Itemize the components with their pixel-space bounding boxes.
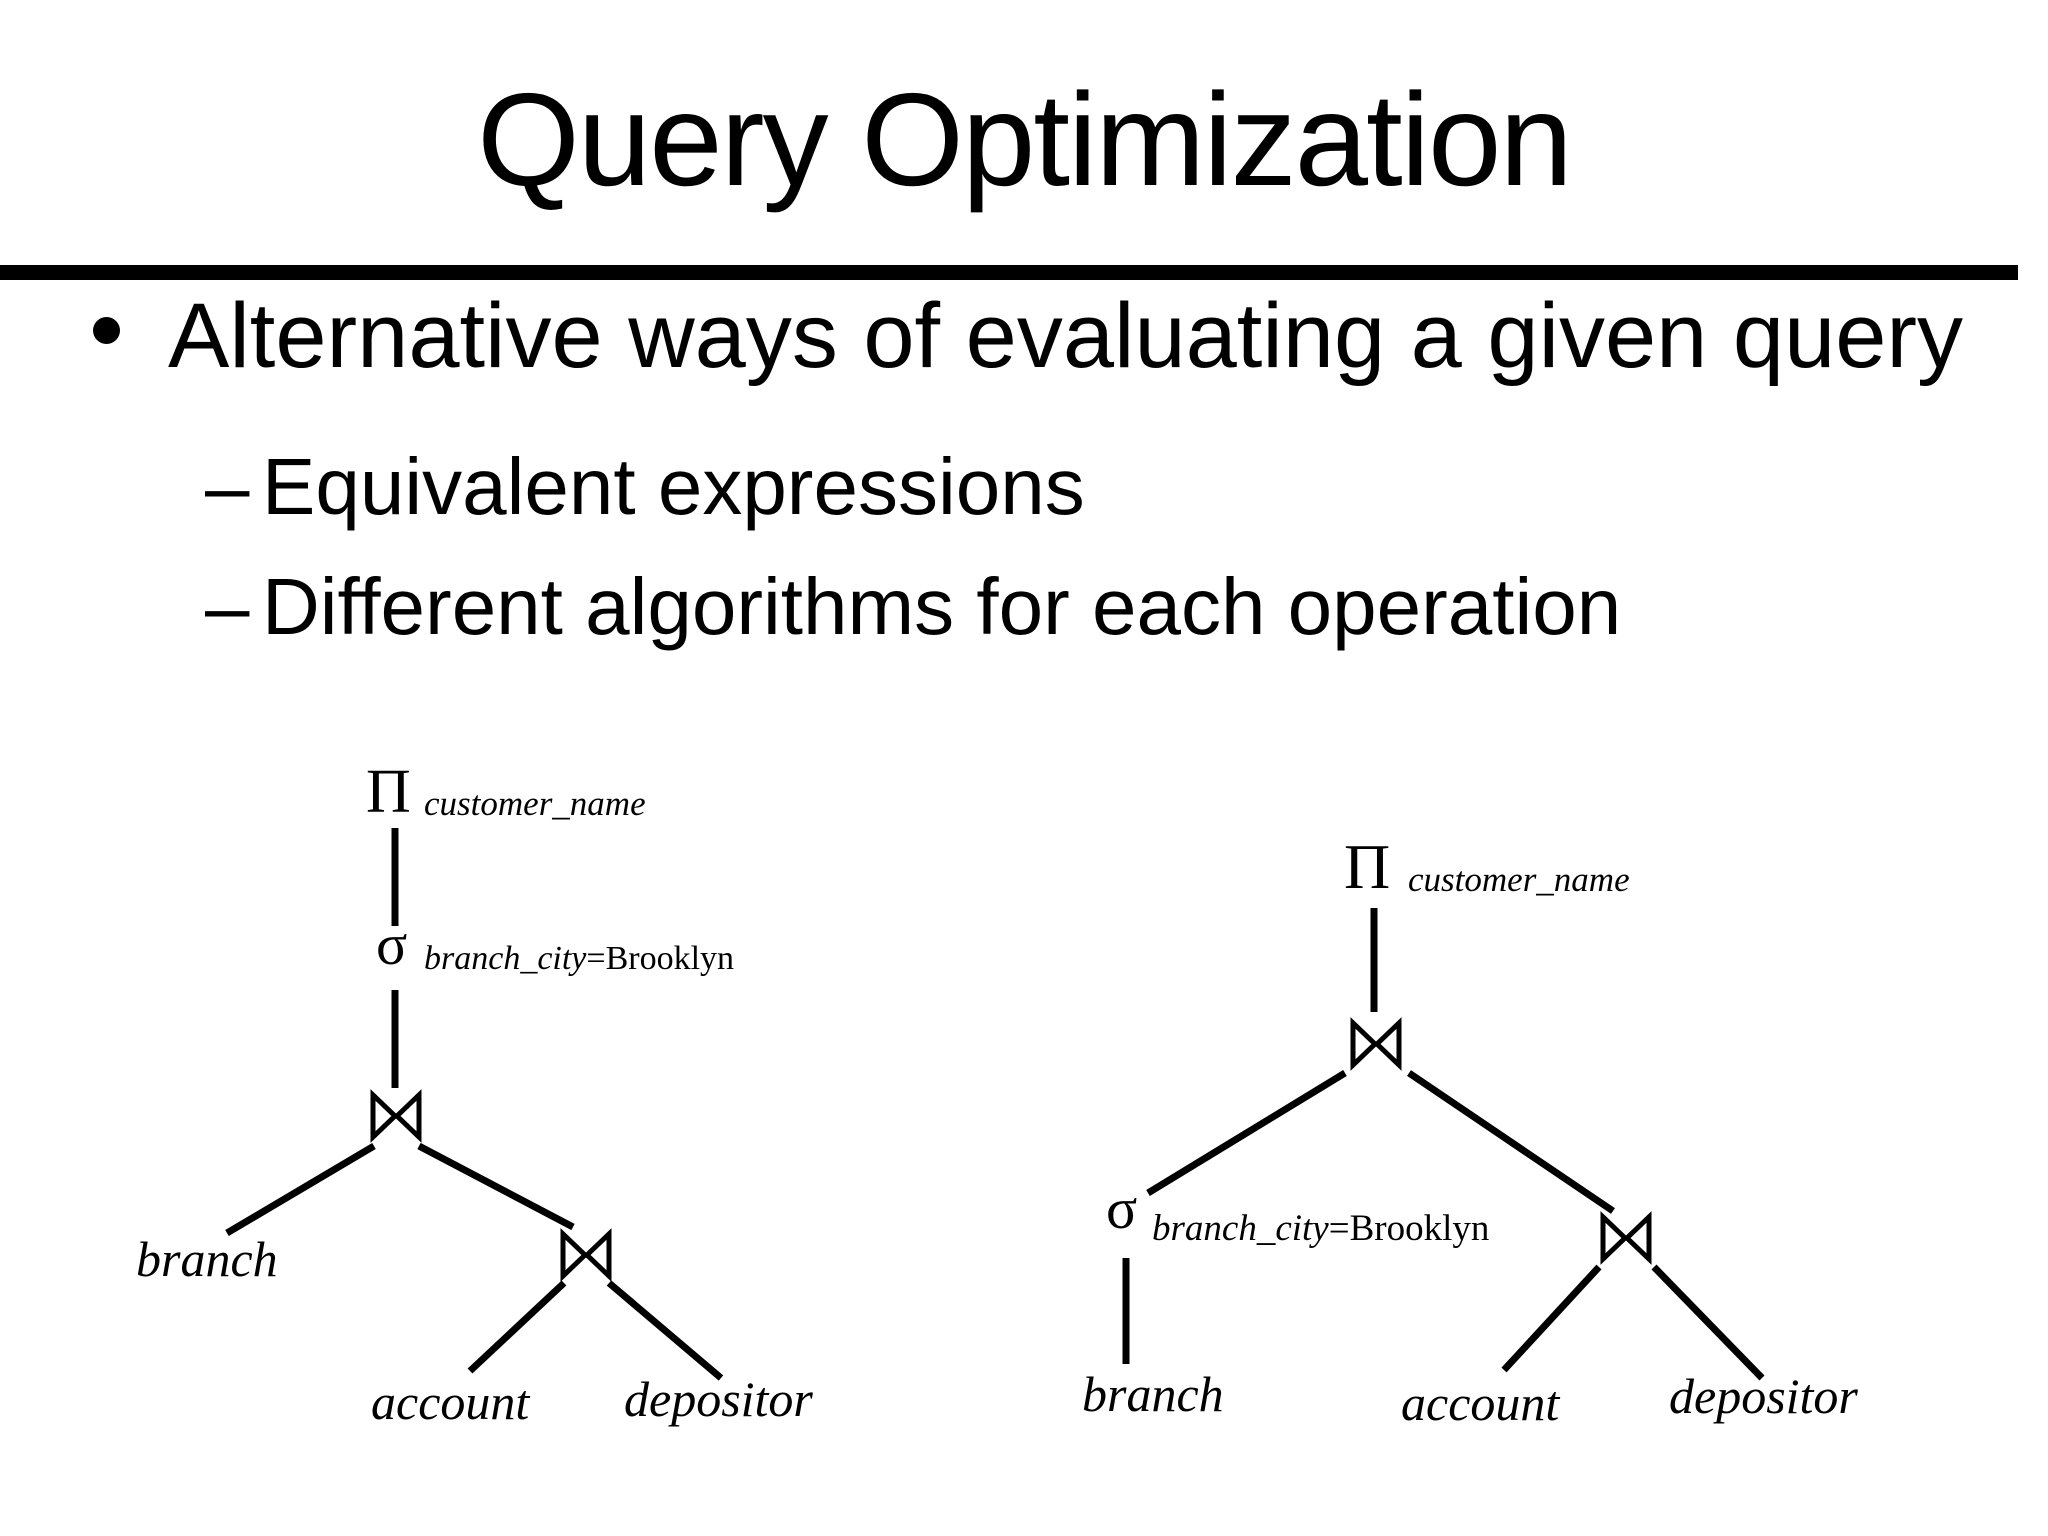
- natural-join-icon: [563, 1234, 609, 1276]
- projection-subscript: customer_name: [424, 784, 646, 823]
- title-divider: [0, 265, 2018, 280]
- natural-join-icon: [1603, 1217, 1649, 1259]
- selection-operator: σ: [1106, 1176, 1138, 1241]
- projection-subscript: customer_name: [1408, 860, 1630, 899]
- bullet-text: Alternative ways of evaluating a given q…: [168, 285, 1964, 387]
- projection-operator: Π: [1344, 831, 1391, 902]
- natural-join-icon: [1353, 1023, 1399, 1065]
- relation-account: account: [371, 1374, 530, 1430]
- selection-attribute: branch_city: [424, 940, 587, 977]
- relation-branch: branch: [136, 1231, 278, 1287]
- selection-comparison: =Brooklyn: [586, 940, 735, 977]
- selection-predicate: branch_city=Brooklyn: [424, 942, 734, 976]
- slide-title: Query Optimization: [477, 66, 1573, 213]
- sub-bullet-2-text: Different algorithms for each operation: [262, 562, 1622, 651]
- sub-bullet-1-marker: –: [205, 442, 250, 531]
- left-tree-edges: [225, 828, 724, 1381]
- sub-bullet-2-marker: –: [205, 562, 250, 651]
- right-tree-edges: [1122, 908, 1765, 1381]
- relation-depositor: depositor: [624, 1371, 813, 1427]
- relation-depositor: depositor: [1669, 1368, 1858, 1424]
- relation-account: account: [1401, 1375, 1560, 1431]
- projection-operator: Π: [366, 758, 411, 826]
- natural-join-icon: [373, 1095, 419, 1137]
- sub-bullet-1-text: Equivalent expressions: [262, 442, 1085, 531]
- selection-comparison: =Brooklyn: [1328, 1208, 1490, 1249]
- selection-operator: σ: [376, 912, 408, 977]
- selection-predicate: branch_city=Brooklyn: [1152, 1210, 1489, 1247]
- relation-branch: branch: [1082, 1366, 1224, 1422]
- selection-attribute: branch_city: [1152, 1208, 1329, 1249]
- bullet-marker-icon: [93, 317, 120, 344]
